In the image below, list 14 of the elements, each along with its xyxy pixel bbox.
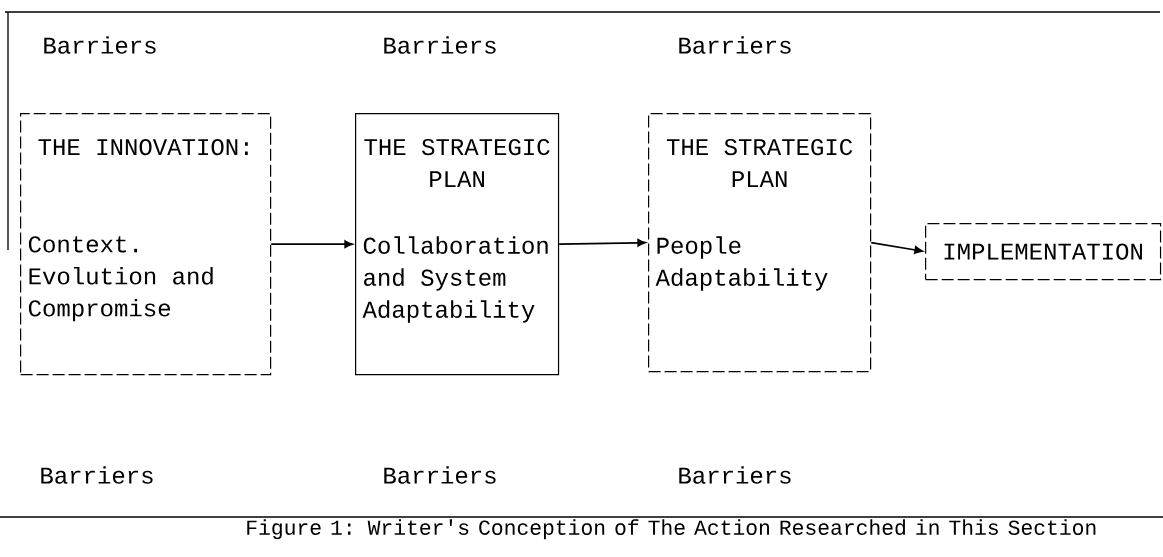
- process-box: THE STRATEGIC PLAN Collaboration and System Adaptability: [355, 113, 560, 376]
- barrier-label: Barriers: [44, 36, 156, 54]
- figure-caption: Figure 1: Writer's Conception of The Action Researched in This Section: [247, 519, 1096, 540]
- barrier-label: Barriers: [384, 36, 496, 54]
- arrow: [270, 240, 353, 249]
- arrow: [870, 241, 923, 254]
- barrier-label: Barriers: [41, 466, 153, 484]
- barrier-label: Barriers: [384, 466, 496, 484]
- process-box: IMPLEMENTATION: [925, 223, 1162, 281]
- barrier-label: Barriers: [679, 466, 791, 484]
- process-box: THE STRATEGIC PLAN People Adaptability: [648, 113, 872, 373]
- arrow: [558, 238, 646, 247]
- barrier-label: Barriers: [679, 36, 791, 54]
- process-box: THE INNOVATION: Context. Evolution and Compromise: [20, 113, 272, 376]
